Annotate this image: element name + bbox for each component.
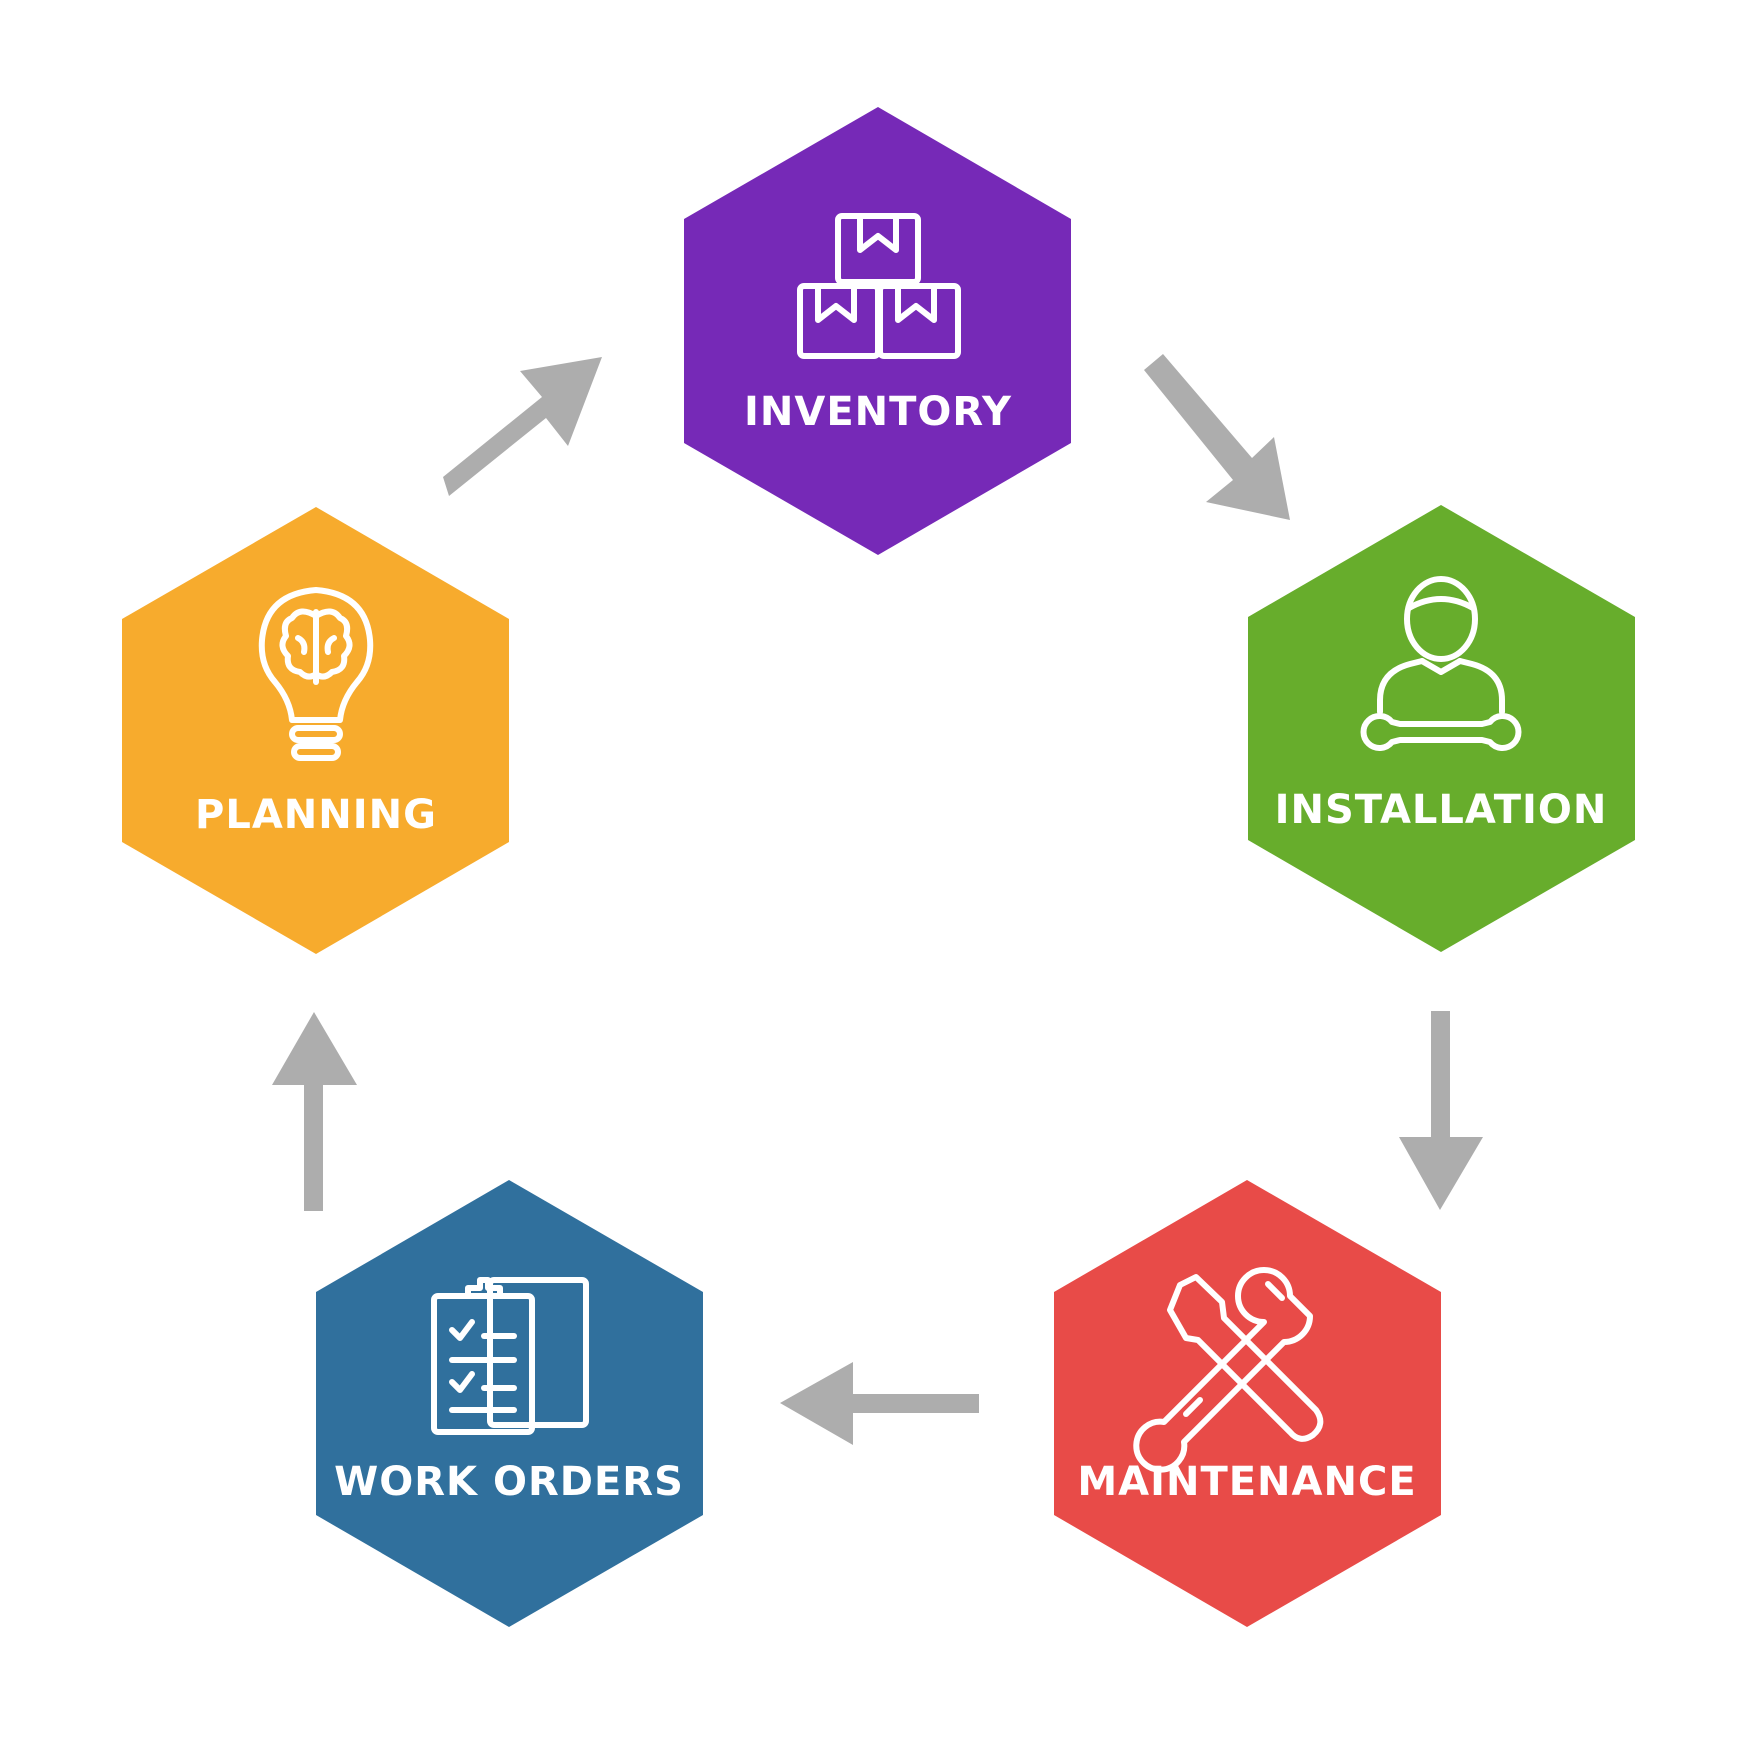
stage-installation: INSTALLATION	[1248, 505, 1635, 952]
boxes-icon	[797, 213, 961, 359]
stage-planning: PLANNING	[122, 507, 509, 954]
lightbulb-brain-icon	[258, 587, 374, 761]
stage-maintenance: MAINTENANCE	[1054, 1180, 1441, 1627]
arrow-work-orders-to-planning	[272, 1012, 357, 1211]
stage-label-planning: PLANNING	[195, 792, 437, 838]
arrow-maintenance-to-work-orders	[780, 1362, 979, 1445]
arrow-planning-to-inventory	[443, 357, 602, 496]
stage-label-inventory: INVENTORY	[744, 389, 1012, 435]
stage-inventory: INVENTORY	[684, 107, 1071, 555]
arrow-installation-to-maintenance	[1399, 1011, 1483, 1210]
stage-label-installation: INSTALLATION	[1275, 787, 1608, 833]
stage-work-orders: WORK ORDERS	[316, 1180, 703, 1627]
hexagon-maintenance	[1054, 1180, 1441, 1627]
stage-label-maintenance: MAINTENANCE	[1077, 1459, 1416, 1505]
arrow-inventory-to-installation	[1144, 354, 1290, 520]
hexagon-work-orders	[316, 1180, 703, 1627]
clipboard-icon	[431, 1277, 589, 1435]
hexagon-installation	[1248, 505, 1635, 952]
technician-icon	[1360, 576, 1522, 751]
stage-label-work-orders: WORK ORDERS	[334, 1459, 684, 1505]
tools-icon	[1133, 1267, 1324, 1473]
